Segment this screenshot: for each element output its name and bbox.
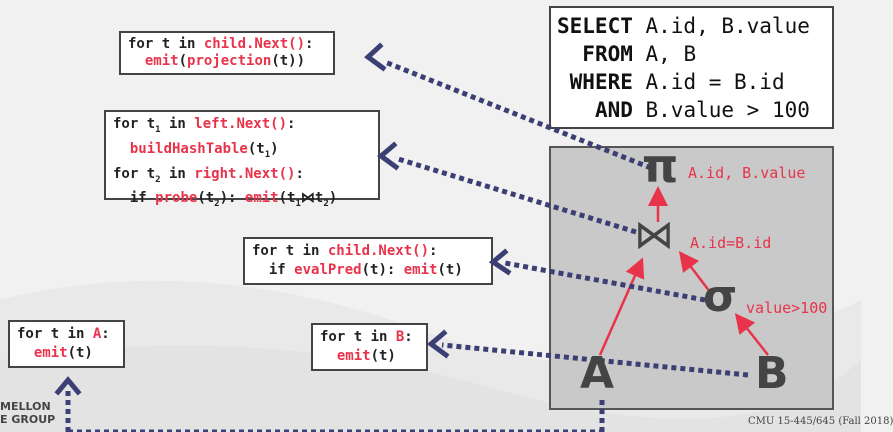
scan-a-operator-code: for t in A: emit(t) [8,320,125,368]
selection-sigma-symbol: σ [703,271,738,322]
scan-b-operator-code: for t in B: emit(t) [311,323,428,371]
projection-label: A.id, B.value [688,164,806,182]
table-a-node: A [580,348,615,399]
sql-query-box: SELECT A.id, B.value FROM A, B WHERE A.i… [549,6,834,129]
course-footer: CMU 15-445/645 (Fall 2018) [748,416,893,427]
table-b-node: B [755,348,789,399]
join-label: A.id=B.id [690,234,772,252]
projection-pi-symbol: π [642,139,679,193]
projection-operator-code: for t in child.Next(): emit(projection(t… [119,31,335,75]
selection-label: value>100 [746,299,828,317]
join-operator-code: for t1 in left.Next(): buildHashTable(t1… [104,110,380,209]
join-bowtie-symbol: ⋈ [634,212,674,258]
selection-operator-code: for t in child.Next(): if evalPred(t): e… [243,237,493,285]
